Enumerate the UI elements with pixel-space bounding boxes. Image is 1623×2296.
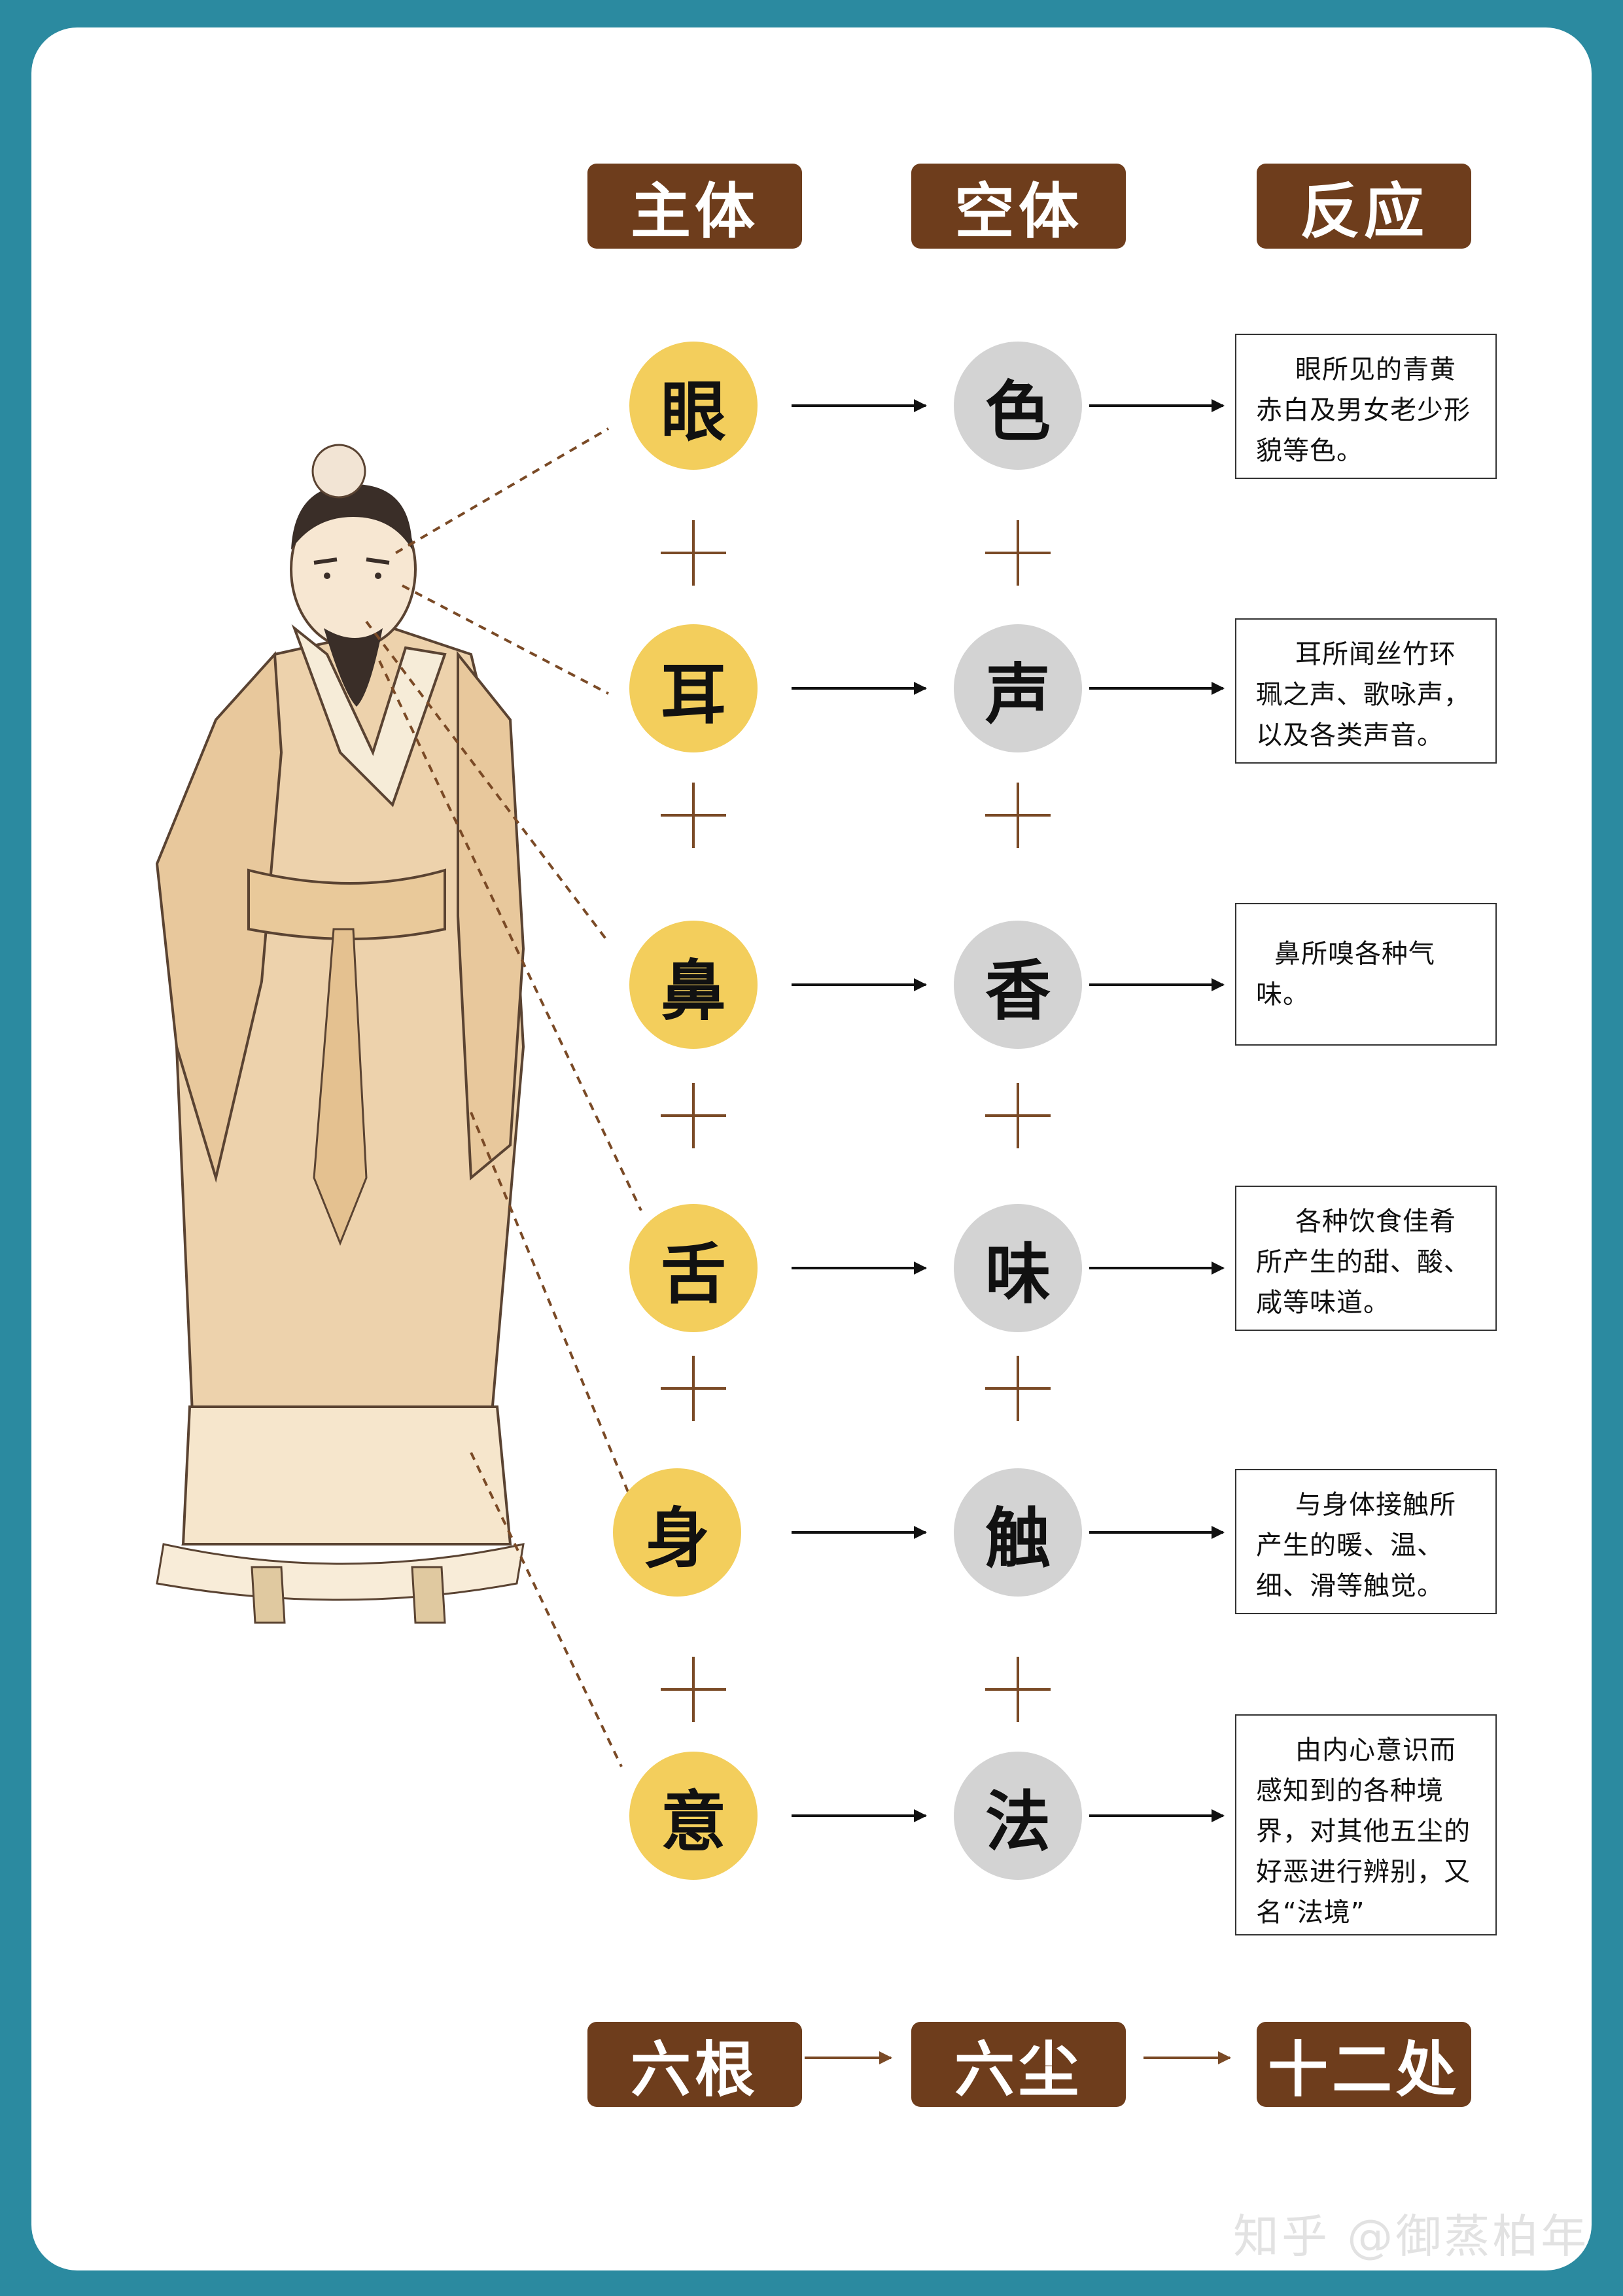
description-ear: 耳所闻丝竹环珮之声、歌咏声，以及各类声音。 [1235, 618, 1497, 764]
description-mind: 由内心意识而感知到的各种境界，对其他五尘的好恶进行辨别，又名“法境” [1235, 1714, 1497, 1935]
plus-icon [661, 520, 726, 586]
plus-icon [661, 1356, 726, 1421]
description-eye: 眼所见的青黄赤白及男女老少形貌等色。 [1235, 334, 1497, 479]
footer-six-dusts: 六尘 [911, 2022, 1126, 2107]
header-object: 空体 [911, 164, 1126, 249]
sense-organ-ear: 耳 [629, 624, 758, 752]
plus-icon [985, 783, 1051, 848]
sense-object-smell: 香 [954, 921, 1082, 1049]
sense-object-sound: 声 [954, 624, 1082, 752]
sense-object-touch: 触 [954, 1468, 1082, 1597]
watermark: 知乎 @御蒸柏年 [1233, 2210, 1590, 2263]
description-body: 与身体接触所产生的暖、温、细、滑等触觉。 [1235, 1469, 1497, 1614]
sense-object-form: 色 [954, 342, 1082, 470]
sense-object-taste: 味 [954, 1204, 1082, 1332]
footer-six-roots: 六根 [587, 2022, 802, 2107]
plus-icon [985, 1083, 1051, 1148]
sense-organ-eye: 眼 [629, 342, 758, 470]
plus-icon [985, 520, 1051, 586]
description-tongue: 各种饮食佳肴所产生的甜、酸、咸等味道。 [1235, 1186, 1497, 1331]
sense-organ-tongue: 舌 [629, 1204, 758, 1332]
header-subject: 主体 [587, 164, 802, 249]
sense-organ-mind: 意 [629, 1752, 758, 1880]
plus-icon [985, 1657, 1051, 1722]
plus-icon [985, 1356, 1051, 1421]
plus-icon [661, 1657, 726, 1722]
plus-icon [661, 783, 726, 848]
plus-icon [661, 1083, 726, 1148]
header-reaction: 反应 [1257, 164, 1471, 249]
description-nose: 鼻所嗅各种气味。 [1235, 903, 1497, 1046]
sense-object-dharma: 法 [954, 1752, 1082, 1880]
sense-organ-nose: 鼻 [629, 921, 758, 1049]
sense-organ-body: 身 [613, 1468, 741, 1597]
footer-twelve-bases: 十二处 [1257, 2022, 1471, 2107]
